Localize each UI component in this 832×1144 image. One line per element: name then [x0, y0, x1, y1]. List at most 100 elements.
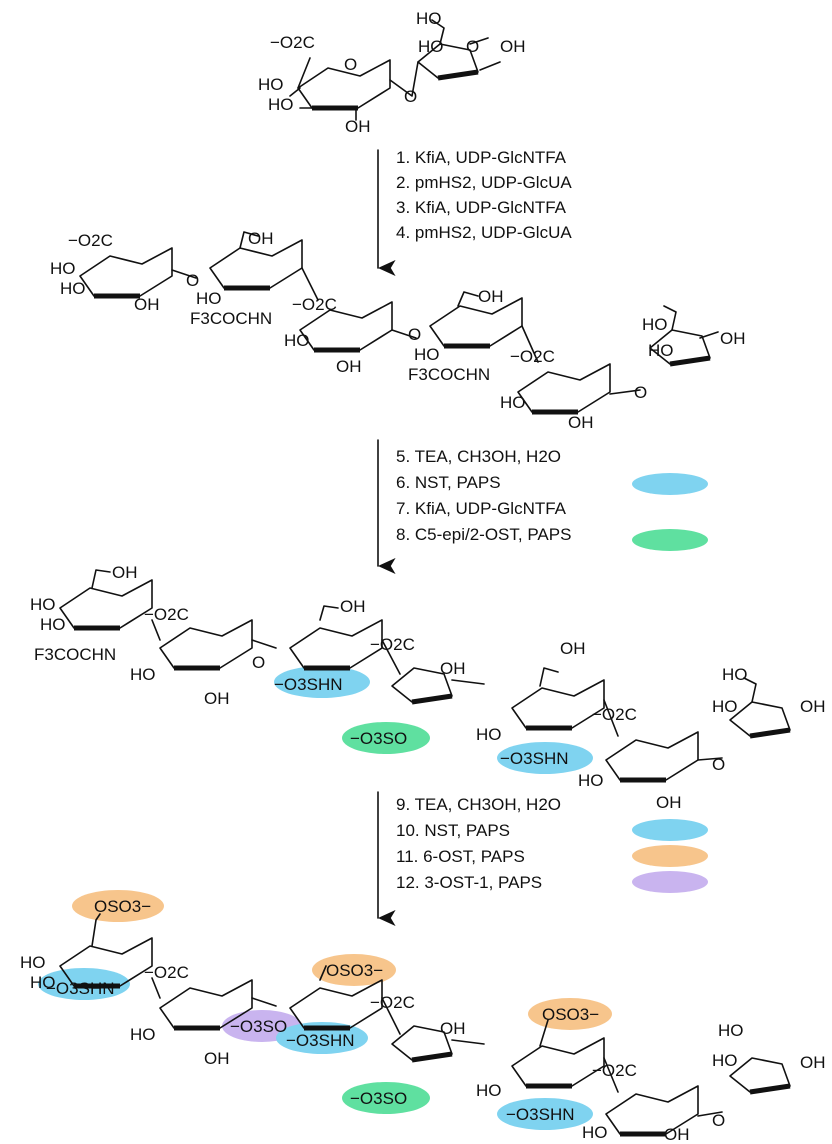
oso3-label: −O3SO: [230, 1017, 287, 1036]
ho-label: HO: [718, 1021, 744, 1040]
ho-label: HO: [414, 345, 440, 364]
oh-label: OH: [800, 1053, 826, 1072]
co2-label: −O2C: [292, 295, 337, 314]
step-4: 4. pmHS2, UDP-GlcUA: [396, 223, 572, 242]
ho-label: HO: [722, 665, 748, 684]
structure-disaccharide: −O2C HO HO OH O O HO HO O OH: [258, 9, 526, 136]
step-12: 12. 3-OST-1, PAPS: [396, 873, 542, 892]
step-9: 9. TEA, CH3OH, H2O: [396, 795, 561, 814]
tfa-label: F3COCHN: [190, 309, 272, 328]
oh-label: OH: [440, 1019, 466, 1038]
oso3-label: OSO3−: [94, 897, 151, 916]
ho-label: HO: [50, 259, 76, 278]
nhso3-label: −O3SHN: [274, 675, 343, 694]
ost3-color-key: [632, 871, 708, 893]
tfa-label: F3COCHN: [34, 645, 116, 664]
ring-o-label: O: [466, 37, 479, 56]
oh-label: OH: [112, 563, 138, 582]
ho-label: HO: [476, 725, 502, 744]
o-label: O: [186, 271, 199, 290]
co2-label: −O2C: [270, 33, 315, 52]
tfa-label: F3COCHN: [408, 365, 490, 384]
nhso3-label: −O3SHN: [46, 979, 115, 998]
oso3-label: OSO3−: [326, 961, 383, 980]
ho-label: HO: [30, 595, 56, 614]
oh-label: OH: [204, 689, 230, 708]
co2-label: −O2C: [68, 231, 113, 250]
step-10: 10. NST, PAPS: [396, 821, 510, 840]
oh-label: OH: [664, 1125, 690, 1144]
ho-label: HO: [648, 341, 674, 360]
co2-label: −O2C: [510, 347, 555, 366]
co2-label: −O2C: [592, 705, 637, 724]
oh-label: OH: [720, 329, 746, 348]
steps-group-3: 9. TEA, CH3OH, H2O 10. NST, PAPS 11. 6-O…: [396, 795, 708, 893]
oso3-label: −O3SO: [350, 1089, 407, 1108]
ho-label: HO: [60, 279, 86, 298]
glycosidic-o-label: O: [404, 87, 417, 106]
oh-label: OH: [340, 597, 366, 616]
ho-label: HO: [30, 973, 56, 992]
o-label: O: [712, 1111, 725, 1130]
nst-color-key: [632, 473, 708, 495]
oh-label: OH: [656, 793, 682, 812]
step-6: 6. NST, PAPS: [396, 473, 501, 492]
o-label: O: [634, 383, 647, 402]
steps-group-2: 5. TEA, CH3OH, H2O 6. NST, PAPS 7. KfiA,…: [396, 447, 708, 551]
ho-label: HO: [418, 37, 444, 56]
ho-label: HO: [284, 331, 310, 350]
oh-label: OH: [204, 1049, 230, 1068]
ho-label: HO: [712, 1051, 738, 1070]
ring-o-label: O: [344, 55, 357, 74]
oh-label: OH: [800, 697, 826, 716]
oh-label: OH: [248, 229, 274, 248]
ho-label: HO: [712, 697, 738, 716]
ho-label: HO: [476, 1081, 502, 1100]
co2-label: −O2C: [592, 1061, 637, 1080]
ho-label: HO: [40, 615, 66, 634]
ho-label: HO: [642, 315, 668, 334]
step-1: 1. KfiA, UDP-GlcNTFA: [396, 148, 567, 167]
structure-heptasaccharide-ns2s: OH HO HO F3COCHN −O2C HO OH O OH −O3SHN …: [30, 563, 826, 812]
ho-label: HO: [578, 771, 604, 790]
c5epi-2ost-color-key: [632, 529, 708, 551]
oh-label: OH: [134, 295, 160, 314]
nhso3-label: −O3SHN: [286, 1031, 355, 1050]
ost6-color-key: [632, 845, 708, 867]
ho-label: HO: [416, 9, 442, 28]
oso3-label: OSO3−: [542, 1005, 599, 1024]
ho-label: HO: [500, 393, 526, 412]
o-label: O: [252, 653, 265, 672]
nhso3-label: −O3SHN: [506, 1105, 575, 1124]
oso3-label: −O3SO: [350, 729, 407, 748]
structure-final-heparin: OSO3− HO HO −O3SHN −O2C HO OH −O3SO OSO3…: [20, 890, 826, 1144]
oh-label: OH: [560, 639, 586, 658]
o-label: O: [408, 325, 421, 344]
co2-label: −O2C: [370, 635, 415, 654]
ho-label: HO: [268, 95, 294, 114]
ho-label: HO: [130, 1025, 156, 1044]
oh-label: OH: [500, 37, 526, 56]
step-2: 2. pmHS2, UDP-GlcUA: [396, 173, 572, 192]
co2-label: −O2C: [144, 963, 189, 982]
step-7: 7. KfiA, UDP-GlcNTFA: [396, 499, 567, 518]
step-5: 5. TEA, CH3OH, H2O: [396, 447, 561, 466]
oh-label: OH: [568, 413, 594, 432]
oh-label: OH: [478, 287, 504, 306]
nst-color-key: [632, 819, 708, 841]
steps-group-1: 1. KfiA, UDP-GlcNTFA 2. pmHS2, UDP-GlcUA…: [396, 148, 572, 242]
ho-label: HO: [130, 665, 156, 684]
ho-label: HO: [258, 75, 284, 94]
ho-label: HO: [582, 1123, 608, 1142]
oh-label: OH: [440, 659, 466, 678]
ho-label: HO: [20, 953, 46, 972]
step-11: 11. 6-OST, PAPS: [396, 847, 525, 866]
oh-label: OH: [345, 117, 371, 136]
oh-label: OH: [336, 357, 362, 376]
nhso3-label: −O3SHN: [500, 749, 569, 768]
step-3: 3. KfiA, UDP-GlcNTFA: [396, 198, 567, 217]
ho-label: HO: [196, 289, 222, 308]
o-label: O: [712, 755, 725, 774]
co2-label: −O2C: [144, 605, 189, 624]
